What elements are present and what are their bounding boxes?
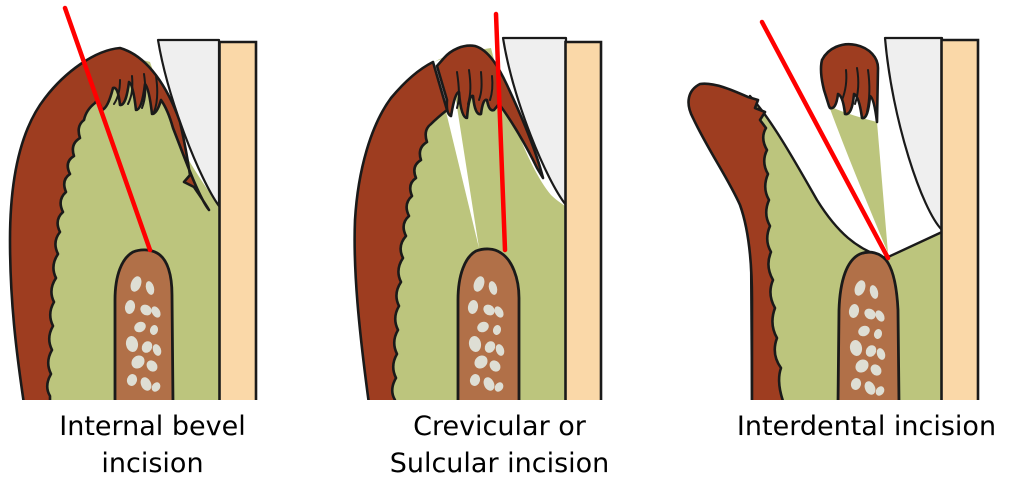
bone-speckle	[875, 310, 885, 322]
connective-tissue	[44, 52, 219, 400]
caption-line-1: Interdental incision	[736, 411, 997, 442]
gingiva-margin-flap	[435, 44, 545, 180]
incision-line	[759, 19, 891, 261]
bone-speckle	[151, 306, 161, 318]
bone-speckle	[855, 359, 869, 373]
bone-speckle	[149, 325, 159, 335]
bone-speckle	[870, 364, 882, 376]
bone-speckle	[134, 321, 146, 333]
tooth-root	[564, 40, 603, 400]
rete-peg-lines	[841, 67, 871, 113]
bone-speckle	[483, 377, 495, 391]
bone-speckle	[140, 304, 152, 316]
bone-speckle	[489, 360, 501, 372]
bone-speckle	[468, 336, 482, 352]
alveolar-bone	[836, 250, 901, 400]
bone-speckle	[495, 344, 505, 356]
caption-line-2: Sulcular incision	[389, 448, 610, 479]
bone-speckle	[151, 382, 161, 392]
interdental-illustration	[687, 19, 980, 400]
bone-speckle	[494, 382, 504, 392]
bone-speckle	[125, 336, 139, 352]
internal-bevel-illustration	[8, 5, 258, 400]
bone-speckle	[848, 304, 860, 318]
bone-speckle	[854, 280, 866, 296]
bone-speckle	[146, 360, 158, 372]
bone-speckle	[864, 308, 876, 320]
tooth-root	[940, 38, 980, 400]
caption-line-2: incision	[101, 448, 204, 479]
bone-speckle	[865, 345, 877, 357]
bone-speckle	[145, 281, 155, 295]
connective-tissue	[387, 48, 565, 400]
interdental-papilla	[829, 106, 888, 253]
bone-speckle	[152, 344, 162, 356]
bone-speckle	[864, 381, 876, 395]
gingiva-outer	[353, 60, 449, 400]
panel-caption: Interdental incision	[696, 408, 1024, 445]
bone-speckle	[140, 377, 152, 391]
bone-speckle	[849, 340, 863, 356]
bone-speckle	[494, 306, 504, 318]
caption-line-1: Crevicular or	[413, 411, 586, 442]
bone-speckle	[858, 325, 870, 337]
bone-speckle	[473, 276, 485, 292]
bone-trabeculae	[124, 276, 162, 392]
bone-speckle	[130, 276, 142, 292]
tooth-root	[218, 40, 258, 400]
rete-peg-lines	[113, 73, 159, 113]
bone-trabeculae	[467, 276, 505, 392]
bone-speckle	[873, 329, 883, 339]
bone-speckle	[869, 285, 879, 299]
bone-speckle	[469, 374, 481, 386]
bone-speckle	[141, 341, 153, 353]
panel-internal-bevel: Internal bevel incision	[0, 0, 341, 497]
panel-crevicular-sulcular: Crevicular or Sulcular incision	[341, 0, 682, 497]
bone-speckle	[477, 321, 489, 333]
bone-speckle	[474, 355, 488, 369]
gingiva-outer	[8, 46, 211, 400]
incision-line	[62, 5, 153, 253]
bone-speckle	[850, 378, 862, 390]
panel-interdental: Interdental incision	[682, 0, 1023, 497]
bone-speckle	[124, 300, 136, 314]
alveolar-bone	[456, 247, 521, 400]
panel-caption: Crevicular or Sulcular incision	[329, 408, 670, 482]
bone-speckle	[131, 355, 145, 369]
tooth-crown	[883, 36, 944, 232]
bone-speckle	[488, 281, 498, 295]
bone-speckle	[483, 304, 495, 316]
crevicular-sulcular-illustration	[353, 11, 603, 400]
bone-speckle	[875, 386, 885, 396]
bone-trabeculae	[848, 280, 886, 396]
bone-speckle	[467, 300, 479, 314]
bone-speckle	[484, 341, 496, 353]
incision-line	[493, 11, 508, 253]
bone-speckle	[492, 325, 502, 335]
panel-caption: Internal bevel incision	[0, 408, 323, 482]
reflected-flap	[687, 82, 785, 400]
bone-speckle	[126, 374, 138, 386]
rete-peg-lines	[456, 69, 494, 109]
bone-speckle	[876, 348, 886, 360]
caption-line-1: Internal bevel	[59, 411, 246, 442]
gingiva-margin-cap	[819, 42, 880, 124]
